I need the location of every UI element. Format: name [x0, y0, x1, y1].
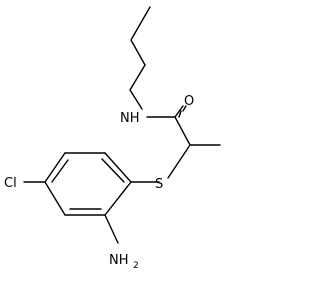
chlorine-label: Cl — [4, 176, 17, 191]
bond-carbonyl-c-o — [174, 105, 184, 118]
bond-ring-amine — [104, 214, 119, 244]
molecule-structure-diagram: O NH S Cl NH 2 — [4, 6, 221, 271]
bond-carbonyl-alpha — [174, 116, 191, 146]
ring-bond-1-inner — [101, 158, 125, 183]
ring-bond-3 — [44, 152, 66, 183]
ring-bond-4 — [44, 181, 66, 216]
sulfur-label: S — [155, 177, 163, 192]
ring-bond-6 — [104, 181, 132, 216]
amide-nitrogen-label: NH — [120, 111, 140, 126]
bond-carbonyl-double-b — [182, 105, 187, 112]
bond-butyl-3 — [129, 64, 146, 91]
ring-bond-3-inner — [51, 159, 69, 183]
bond-butyl-1 — [130, 6, 151, 41]
amine-subscript-label: 2 — [133, 261, 139, 271]
ring-bond-1 — [104, 152, 132, 183]
bond-carbonyl-double-a — [178, 110, 182, 118]
bond-butyl-2 — [130, 39, 146, 66]
bond-alpha-sulfur — [167, 144, 191, 179]
oxygen-label: O — [184, 94, 194, 109]
amine-nitrogen-label: NH — [109, 253, 129, 268]
bond-butyl-4 — [129, 89, 143, 110]
